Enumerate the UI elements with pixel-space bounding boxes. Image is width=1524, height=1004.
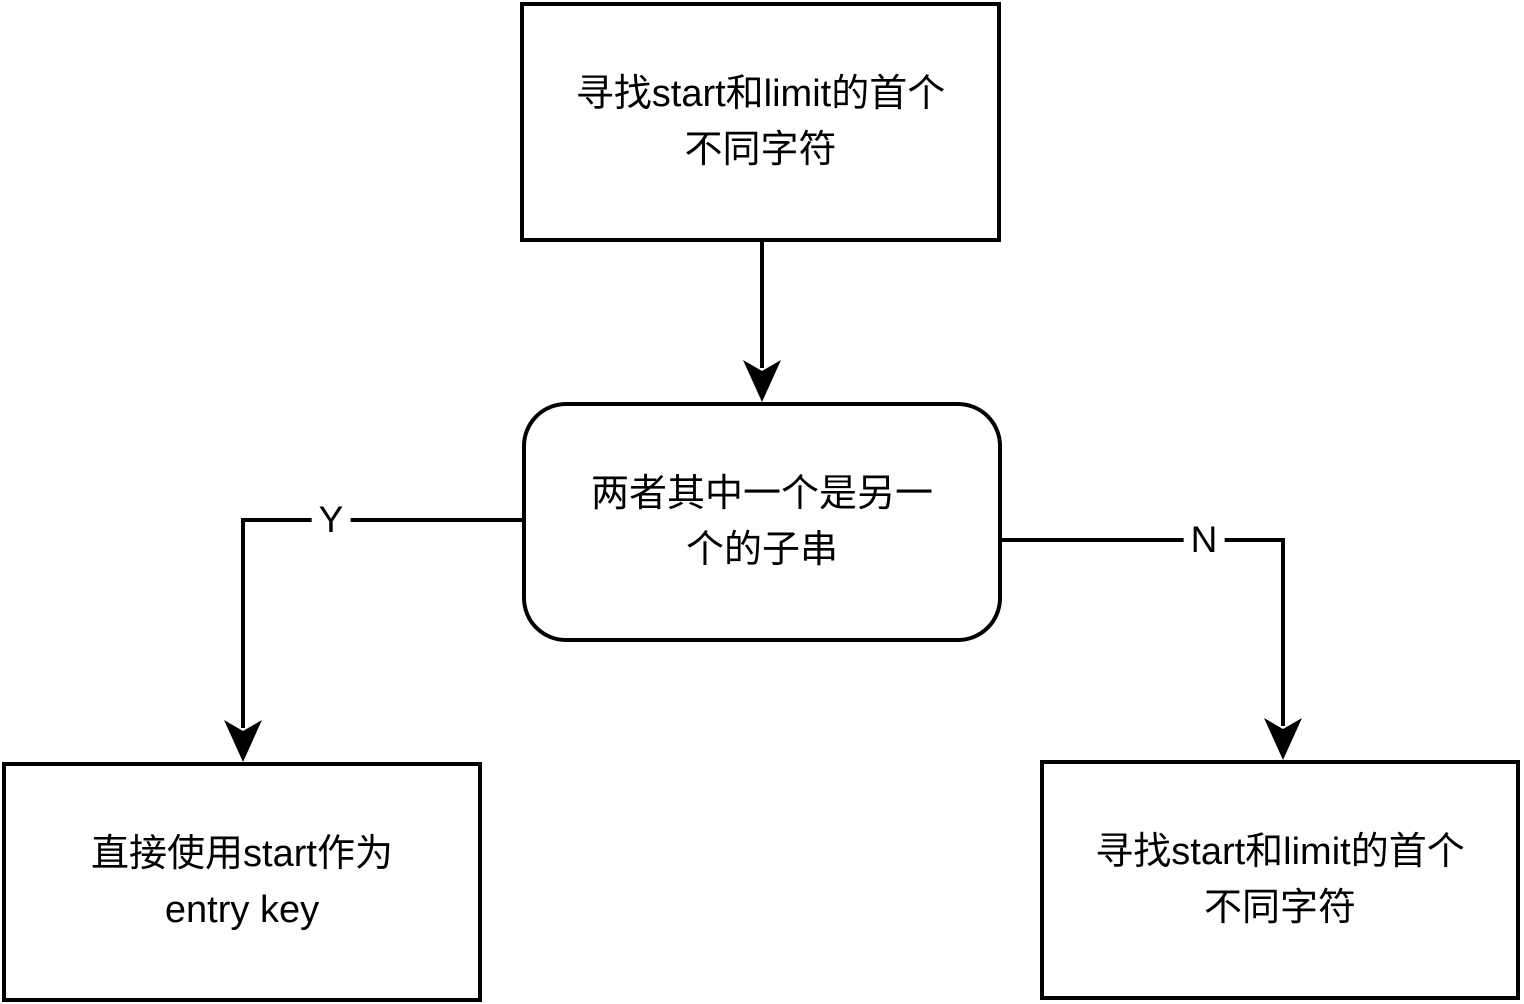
flow-node-find-first-diff-top: 寻找start和limit的首个 不同字符 <box>520 2 1001 242</box>
edge-label-no: N <box>1183 520 1225 560</box>
node-label-line: 不同字符 <box>684 129 837 171</box>
flow-node-find-first-diff-bottom: 寻找start和limit的首个 不同字符 <box>1040 760 1520 1000</box>
node-label-line: 两者其中一个是另一 <box>590 473 933 515</box>
node-label-line: entry key <box>164 889 320 931</box>
arrowhead-no-branch <box>1264 718 1302 760</box>
flow-node-substring-decision: 两者其中一个是另一 个的子串 <box>522 402 1002 642</box>
edge-label-yes: Y <box>311 500 351 540</box>
arrowhead-top-to-middle <box>743 360 781 402</box>
node-label-line: 个的子串 <box>685 529 838 571</box>
flow-node-use-start-as-entry-key: 直接使用start作为 entry key <box>2 762 482 1002</box>
edge-yes-branch <box>241 518 522 728</box>
edge-no-branch <box>1002 538 1285 726</box>
arrowhead-yes-branch <box>224 720 262 762</box>
node-label-line: 寻找start和limit的首个 <box>575 73 946 115</box>
node-label-line: 寻找start和limit的首个 <box>1095 831 1465 873</box>
node-label-line: 直接使用start作为 <box>91 833 393 875</box>
node-label-line: 不同字符 <box>1203 887 1356 929</box>
